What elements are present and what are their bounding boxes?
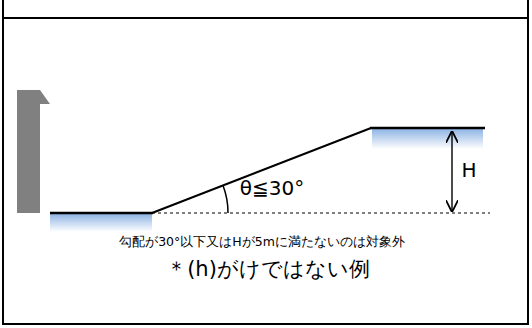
header-rule — [3, 17, 528, 19]
caption-text: ＊(h)がけではない例 — [166, 257, 370, 282]
note-text: 勾配が30°以下又はHが5mに満たないのは対象外 — [119, 234, 405, 249]
angle-label: θ≦30° — [240, 176, 304, 200]
slope-line — [152, 128, 371, 213]
angle-arc — [223, 186, 228, 213]
frame — [3, 0, 528, 324]
upper-ground — [370, 127, 485, 130]
upper-ground-fill — [372, 129, 483, 149]
lower-ground — [50, 212, 153, 215]
retaining-wall — [17, 90, 50, 213]
height-arrow — [451, 132, 452, 211]
height-label: H — [461, 158, 476, 182]
lower-ground-fill — [50, 214, 152, 232]
base-dashed-line — [152, 213, 490, 214]
